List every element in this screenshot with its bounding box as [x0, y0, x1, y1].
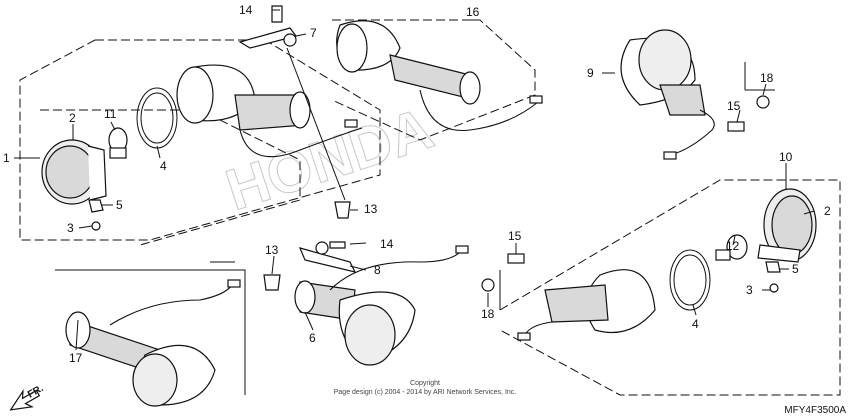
lens-housing-left: [41, 139, 107, 205]
nut-18b: [481, 278, 495, 292]
direction-arrow: FR.: [9, 383, 46, 411]
callout-3-right: 3: [746, 283, 753, 297]
callout-1: 1: [3, 151, 10, 165]
callout-5-right: 5: [792, 262, 799, 276]
copyright-line-2: Page design (c) 2004 - 2014 by ARI Netwo…: [334, 389, 517, 396]
winker-9: [620, 29, 715, 160]
callout-14-top: 14: [239, 3, 253, 17]
callout-5-left: 5: [116, 198, 123, 212]
callout-3-left: 3: [67, 221, 74, 235]
callout-4-right: 4: [692, 317, 699, 331]
winker-6: [294, 245, 469, 366]
hardware-right: [765, 261, 781, 293]
reference-code: MFY4F3500A: [784, 405, 846, 416]
callout-15-bottom: 15: [508, 229, 522, 243]
footer: Copyright Page design (c) 2004 - 2014 by…: [334, 380, 847, 416]
outline-front-left-inner: [40, 109, 301, 246]
callout-9: 9: [587, 66, 594, 80]
nut-18a: [756, 95, 770, 109]
callout-14-bottom: 14: [380, 237, 394, 251]
bracket-8: [298, 241, 357, 273]
winker-body-rear: [517, 269, 656, 341]
ring-right: [669, 249, 711, 311]
callout-2-left: 2: [69, 111, 76, 125]
callout-8: 8: [374, 263, 381, 277]
callout-17: 17: [69, 351, 83, 365]
outline-10: [499, 179, 841, 396]
callout-15-top: 15: [727, 99, 741, 113]
leader-7: [286, 47, 346, 201]
bulb-left: [108, 127, 128, 159]
hardware-left: [88, 199, 104, 231]
leader-lines: [14, 9, 815, 351]
callout-13-top: 13: [364, 202, 378, 216]
outline-17: [55, 269, 246, 395]
ring-left: [136, 87, 178, 149]
callout-labels: 1 2 11 4 5 3 14 7 13 16 9 18 15 10 2 12 …: [3, 3, 831, 365]
bulb-right: [715, 234, 748, 261]
winker-17: [65, 279, 241, 407]
grommet-13a: [334, 201, 351, 219]
callout-16: 16: [466, 5, 480, 19]
callout-12: 12: [726, 239, 740, 253]
callout-2-right: 2: [824, 204, 831, 218]
callout-7: 7: [310, 26, 317, 40]
winker-body-front: [176, 64, 363, 158]
outline-front-left: [19, 39, 381, 241]
callout-13-bottom: 13: [265, 243, 279, 257]
grommet-13b: [263, 274, 281, 291]
direction-label: FR.: [26, 383, 46, 401]
callout-18-bottom: 18: [481, 307, 495, 321]
callout-11: 11: [104, 107, 117, 121]
callout-10: 10: [779, 150, 793, 164]
lens-housing-right: [757, 188, 817, 263]
winker-16: [336, 20, 543, 132]
assembly-outlines: [19, 19, 841, 396]
callout-6: 6: [309, 331, 316, 345]
bolt-15b: [507, 253, 525, 264]
bolt-15a: [727, 121, 745, 132]
callout-4-left: 4: [160, 159, 167, 173]
callout-18-top: 18: [760, 71, 774, 85]
outline-16: [331, 19, 536, 141]
copyright-line-1: Copyright: [410, 380, 440, 387]
